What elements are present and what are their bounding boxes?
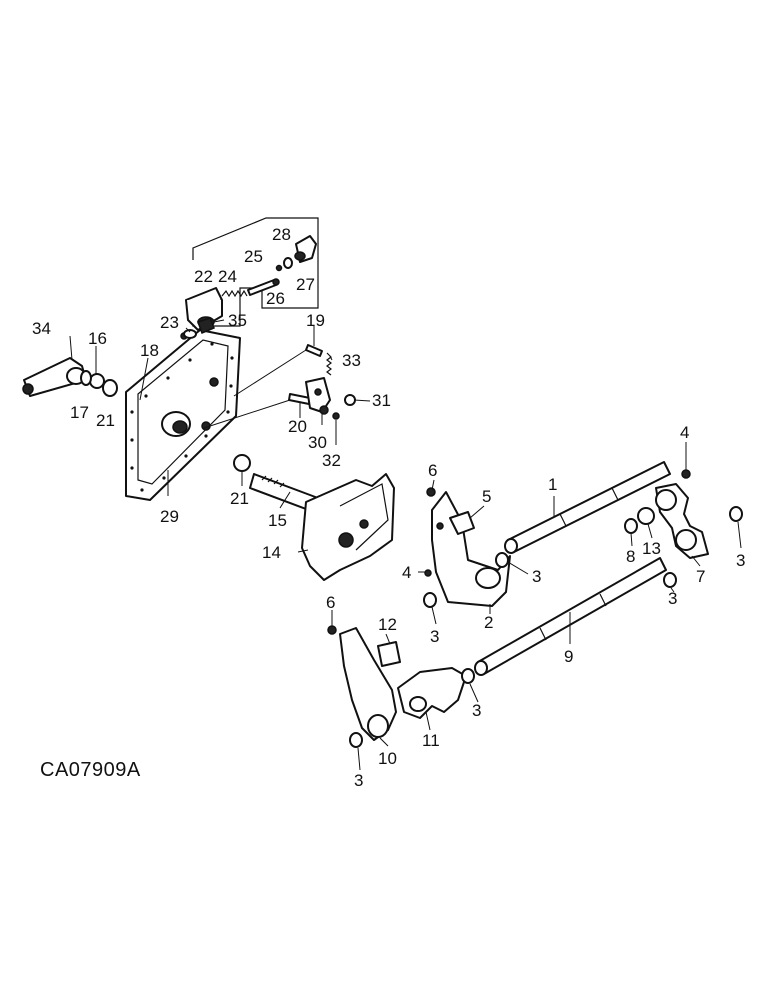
part-6-screw-b xyxy=(327,625,337,635)
part-1-shift-rail xyxy=(504,461,671,554)
callout-31: 31 xyxy=(372,391,391,410)
callout-25: 25 xyxy=(244,247,263,266)
callout-19: 19 xyxy=(306,311,325,330)
part-28-seal xyxy=(283,257,293,269)
part-13-bushing xyxy=(637,507,655,525)
callout-35: 35 xyxy=(228,311,247,330)
part-5-pad xyxy=(449,511,475,535)
callout-4: 4 xyxy=(402,563,411,582)
callout-32: 32 xyxy=(322,451,341,470)
callout-2: 2 xyxy=(484,613,493,632)
callout-9: 9 xyxy=(564,647,573,666)
part-4-screw-b xyxy=(681,469,691,479)
callout-6: 6 xyxy=(428,461,437,480)
callout-21: 21 xyxy=(230,489,249,508)
callout-6: 6 xyxy=(326,593,335,612)
callout-30: 30 xyxy=(308,433,327,452)
callout-17: 17 xyxy=(70,403,89,422)
leader-lines xyxy=(69,319,742,771)
part-18-cover-plate xyxy=(161,332,219,437)
part-14-sector xyxy=(301,473,395,581)
part-2-shift-fork xyxy=(431,491,511,607)
callout-3: 3 xyxy=(532,567,541,586)
part-16-washer xyxy=(89,373,105,389)
callout-3: 3 xyxy=(736,551,745,570)
callout-11: 11 xyxy=(422,731,440,750)
callout-3: 3 xyxy=(430,627,439,646)
callout-1: 1 xyxy=(548,475,557,494)
callout-33: 33 xyxy=(342,351,361,370)
part-30-bracket xyxy=(305,377,331,415)
part-23-washer xyxy=(183,329,197,339)
drawing-code: CA07909A xyxy=(40,759,141,781)
callout-13: 13 xyxy=(642,539,661,558)
part-21-bushing-a xyxy=(102,379,118,397)
part-4-screw-a xyxy=(424,569,432,577)
callout-29: 29 xyxy=(160,507,179,526)
callout-10: 10 xyxy=(378,749,397,768)
part-25-plunger xyxy=(247,278,280,296)
callout-18: 18 xyxy=(140,341,159,360)
part-21-bushing-b xyxy=(233,454,251,472)
part-17-washer xyxy=(80,370,92,386)
callout-7: 7 xyxy=(696,567,705,586)
callout-27: 27 xyxy=(296,275,315,294)
part-6-screw-a xyxy=(426,487,436,497)
callout-34: 34 xyxy=(32,319,51,338)
part-9-shift-rail xyxy=(474,557,667,676)
callout-3: 3 xyxy=(472,701,481,720)
callout-16: 16 xyxy=(88,329,107,348)
callout-22: 22 xyxy=(194,267,213,286)
callout-24: 24 xyxy=(218,267,237,286)
callout-26: 26 xyxy=(266,289,285,308)
callout-4: 4 xyxy=(680,423,689,442)
part-12-pad xyxy=(377,641,401,667)
part-34-lever xyxy=(22,357,87,397)
callout-5: 5 xyxy=(482,487,491,506)
part-10-shift-fork xyxy=(339,627,397,741)
callout-8: 8 xyxy=(626,547,635,566)
callout-3: 3 xyxy=(354,771,363,790)
part-8-washer xyxy=(624,518,638,534)
part-31-nut xyxy=(344,394,356,406)
inset-box xyxy=(192,217,319,327)
callout-28: 28 xyxy=(272,225,291,244)
part-32-washer xyxy=(332,412,340,420)
callout-12: 12 xyxy=(378,615,397,634)
part-3-clips xyxy=(349,506,743,748)
part-7-shift-fork xyxy=(655,483,709,559)
part-11-shift-fork xyxy=(397,667,467,719)
part-27-fitting xyxy=(294,235,317,263)
part-19-pin xyxy=(233,344,323,397)
callout-20: 20 xyxy=(288,417,307,436)
callout-3: 3 xyxy=(668,589,677,608)
part-35-plug xyxy=(197,317,215,334)
callout-labels: 1 2 3 3 3 3 3 3 4 4 5 6 6 7 8 9 10 11 12… xyxy=(32,225,745,790)
callout-23: 23 xyxy=(160,313,179,332)
callout-21: 21 xyxy=(96,411,115,430)
callout-15: 15 xyxy=(268,511,287,530)
callout-14: 14 xyxy=(262,543,281,562)
part-26-ball xyxy=(275,264,283,272)
part-24-spring xyxy=(221,289,248,298)
